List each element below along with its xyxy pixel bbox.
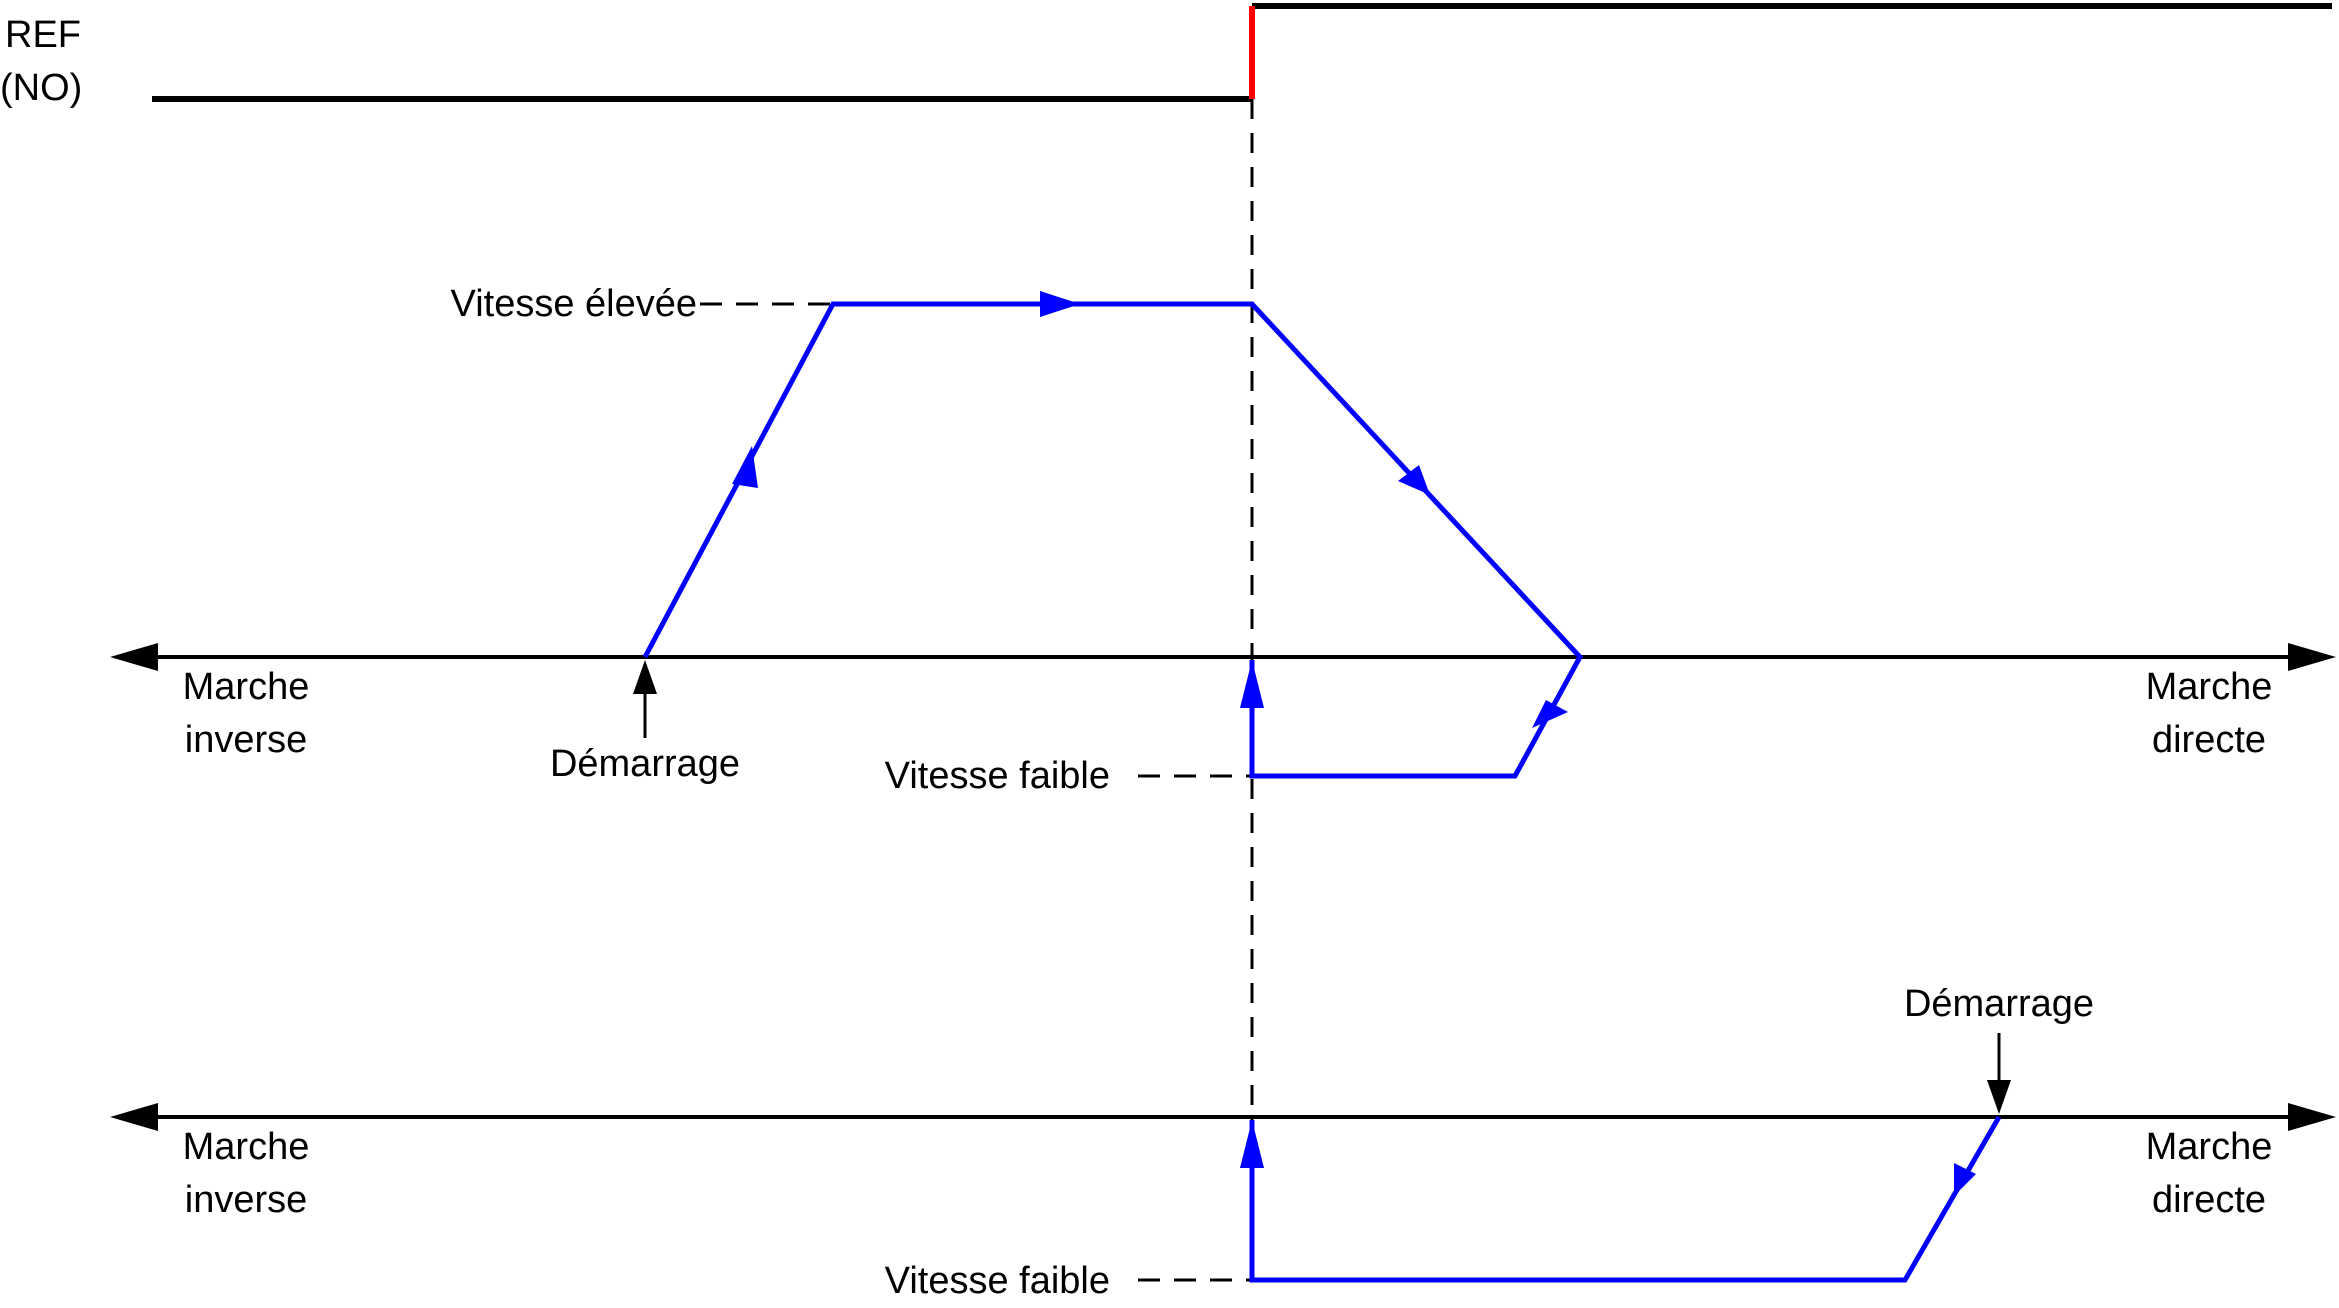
speed-profile-2: [1249, 1115, 2002, 1283]
low-speed-label-1: Vitesse faible: [885, 755, 1110, 797]
axis-2: Marche inverse Marche directe Démarrage …: [110, 983, 2336, 1302]
direction-arrow-1e: [1240, 660, 1264, 708]
axis-2-left-label-2: inverse: [185, 1179, 308, 1221]
high-speed-label: Vitesse élevée: [451, 283, 697, 325]
axis-1: Marche inverse Marche directe Démarrage …: [110, 283, 2336, 797]
start-arrowhead-1: [633, 660, 657, 694]
low-speed-label-2: Vitesse faible: [885, 1260, 1110, 1302]
direction-arrow-1a: [732, 446, 758, 488]
ref-label-no: (NO): [0, 67, 82, 109]
direction-arrow-2b: [1240, 1120, 1264, 1168]
direction-arrow-2a: [1954, 1163, 1976, 1196]
direction-arrow-1d: [1532, 700, 1568, 728]
axis-2-left-arrowhead: [110, 1103, 158, 1131]
ref-signal: REF (NO): [0, 3, 2332, 109]
axis-1-left-label-2: inverse: [185, 719, 308, 761]
speed-profile-1: [642, 301, 1584, 779]
axis-1-right-label-2: directe: [2152, 719, 2266, 761]
start-arrowhead-2: [1987, 1080, 2011, 1114]
direction-arrow-1b: [1040, 291, 1080, 317]
ref-label: REF: [5, 14, 81, 56]
axis-1-right-label: Marche: [2146, 666, 2273, 708]
axis-2-right-arrowhead: [2288, 1103, 2336, 1131]
direction-arrow-1c: [1398, 465, 1430, 495]
axis-1-left-label: Marche: [183, 666, 310, 708]
axis-2-right-label-2: directe: [2152, 1179, 2266, 1221]
axis-1-left-arrowhead: [110, 643, 158, 671]
axis-2-left-label: Marche: [183, 1126, 310, 1168]
axis-1-right-arrowhead: [2288, 643, 2336, 671]
axis-2-right-label: Marche: [2146, 1126, 2273, 1168]
start-label-2: Démarrage: [1904, 983, 2094, 1025]
start-label-1: Démarrage: [550, 743, 740, 785]
